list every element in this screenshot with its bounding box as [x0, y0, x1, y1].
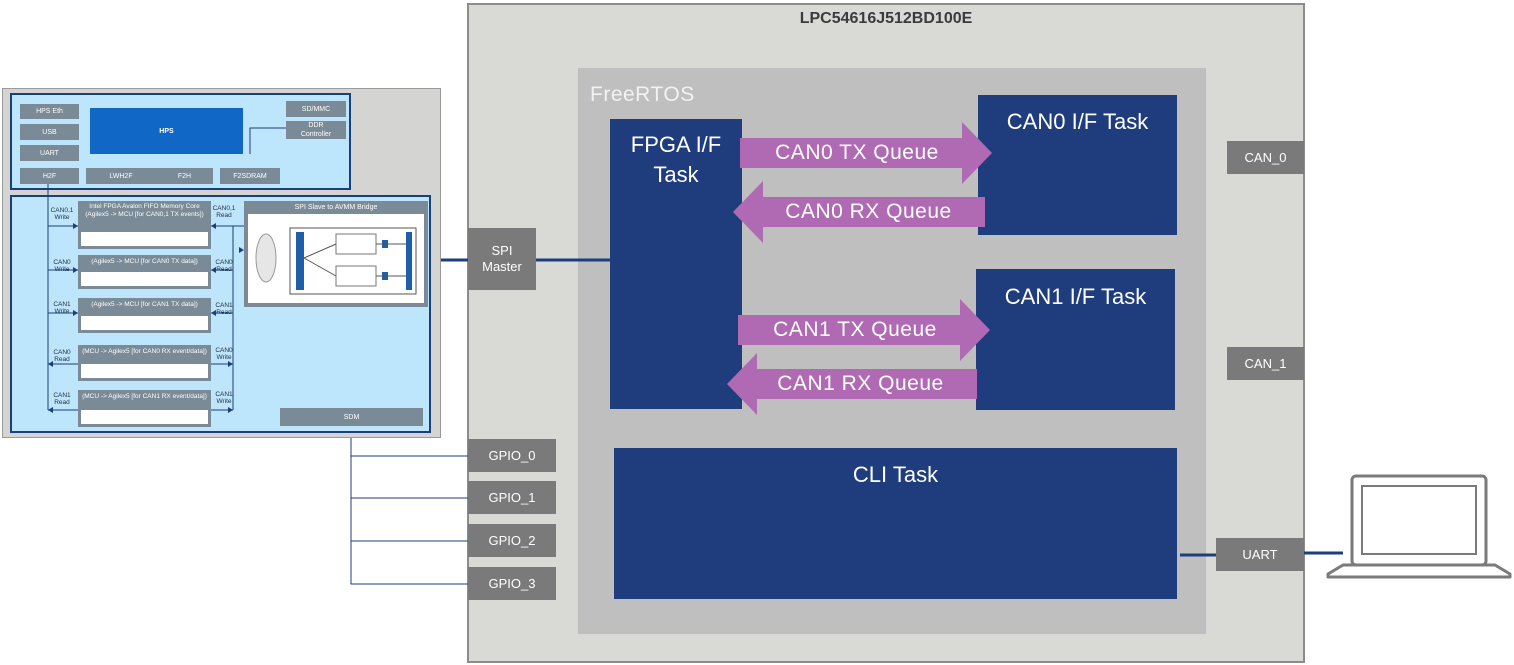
hps-uart-box: UART	[20, 145, 79, 161]
fifo-title: (Agilex5 -> MCU [for CAN1 TX data])	[91, 301, 198, 308]
can1-if-task-label: CAN1 I/F Task	[1004, 284, 1147, 309]
f2sdram-box: F2SDRAM	[220, 168, 280, 184]
can0-rx-arrow	[733, 181, 985, 243]
fifo-memory-graphic	[81, 364, 208, 378]
h2f-box: H2F	[20, 168, 79, 184]
fifo-title: (Agilex5 -> MCU [for CAN0 TX data])	[91, 258, 198, 265]
gpio1-pin: GPIO_1	[468, 481, 556, 514]
left-port-label: CAN1 Read	[53, 392, 71, 406]
usb-box: USB	[20, 124, 79, 140]
f2h-box: F2H	[156, 168, 213, 184]
gpio2-pin: GPIO_2	[468, 524, 556, 557]
cli-task-label: CLI Task	[852, 462, 939, 487]
fifo-memory-graphic	[81, 232, 208, 246]
bridge-internal-graphic	[255, 227, 417, 295]
lwh2f-box: LWH2F	[86, 168, 156, 184]
can1-tx-arrow	[738, 299, 990, 361]
sdm-box: SDM	[280, 408, 423, 426]
right-port-label: CAN0 Read	[215, 259, 233, 273]
left-port-label: CAN0,1 Write	[50, 207, 74, 221]
fifo-memory-graphic	[81, 410, 208, 424]
fifo-block: (MCU -> Agilex5 [for CAN1 RX event/data]…	[78, 390, 211, 427]
can1-rx-queue-label: CAN1 RX Queue	[777, 372, 944, 395]
fifo-block: (Agilex5 -> MCU [for CAN0 TX data])	[78, 255, 211, 289]
fifo-block: (Agilex5 -> MCU [for CAN1 TX data])	[78, 298, 211, 333]
can1-tx-queue-label: CAN1 TX Queue	[773, 318, 937, 341]
fifo-title: (MCU -> Agilex5 [for CAN1 RX event/data]…	[82, 393, 207, 400]
cli-task: CLI Task	[614, 448, 1177, 599]
left-port-label: CAN0 Read	[53, 349, 71, 363]
fifo-block: (MCU -> Agilex5 [for CAN0 RX event/data]…	[78, 345, 211, 381]
fifo-memory-graphic	[81, 316, 208, 330]
can1-pin: CAN_1	[1227, 347, 1304, 380]
can0-tx-queue-label: CAN0 TX Queue	[775, 141, 939, 164]
can0-tx-arrow	[740, 122, 992, 184]
can0-if-task-label: CAN0 I/F Task	[1006, 109, 1149, 134]
ddr-controller-box: DDR Controller	[286, 121, 346, 139]
gpio-lines	[350, 433, 468, 585]
hps-core-label: HPS	[159, 127, 174, 135]
can1-if-task: CAN1 I/F Task	[976, 269, 1175, 410]
hps-eth-box: HPS Eth	[20, 104, 79, 119]
right-port-label: CAN0 Write	[215, 347, 233, 361]
can0-rx-queue-label: CAN0 RX Queue	[785, 200, 952, 223]
right-port-label: CAN1 Read	[215, 302, 233, 316]
fpga-if-task-label: FPGA I/F Task	[630, 132, 722, 187]
fpga-if-task: FPGA I/F Task	[610, 119, 742, 409]
uart-pin: UART	[1216, 538, 1304, 571]
fifo-title: (MCU -> Agilex5 [for CAN0 RX event/data]…	[82, 348, 207, 355]
left-port-label: CAN1 Write	[53, 301, 71, 315]
can0-pin: CAN_0	[1227, 141, 1304, 174]
hps-core-box: HPS	[90, 108, 243, 154]
fifo-memory-graphic	[81, 272, 208, 286]
fifo-block: Intel FPGA Avalon FIFO Memory Core (Agil…	[78, 201, 211, 249]
fifo-title: Intel FPGA Avalon FIFO Memory Core (Agil…	[85, 203, 204, 218]
can1-rx-arrow	[727, 353, 977, 415]
can0-if-task: CAN0 I/F Task	[978, 95, 1177, 235]
mcu-title: LPC54616J512BD100E	[799, 10, 973, 27]
gpio0-pin: GPIO_0	[468, 439, 556, 472]
gpio3-pin: GPIO_3	[468, 567, 556, 600]
spi-avmm-bridge-title: SPI Slave to AVMM Bridge	[294, 204, 378, 211]
left-port-label: CAN0 Write	[53, 259, 71, 273]
spi-avmm-bridge: SPI Slave to AVMM Bridge	[244, 201, 428, 307]
freertos-title: FreeRTOS	[590, 83, 695, 106]
right-port-label: CAN1 Write	[215, 391, 233, 405]
spi-master-pin: SPI Master	[468, 228, 536, 290]
spi-avmm-bridge-graphic	[248, 214, 424, 303]
sdmmc-box: SD/MMC	[286, 101, 346, 117]
right-port-label: CAN0,1 Read	[212, 205, 236, 219]
